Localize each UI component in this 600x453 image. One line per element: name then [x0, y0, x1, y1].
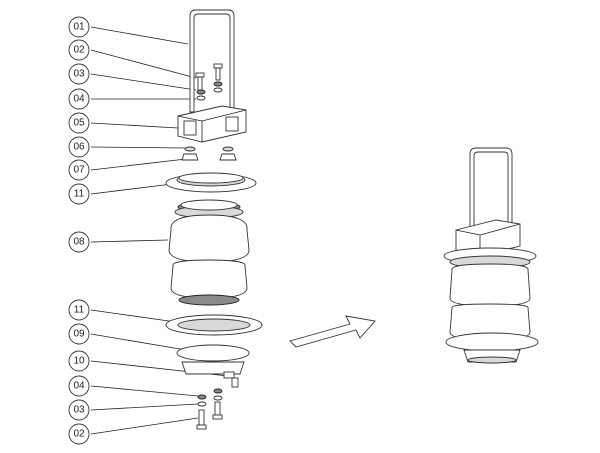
callout-01: 01 — [68, 16, 189, 45]
callout-04-bottom: 04 — [68, 375, 199, 397]
callout-label: 05 — [73, 118, 85, 129]
callout-label: 03 — [73, 405, 85, 416]
base-plate — [176, 344, 250, 375]
assembled-air-spring — [443, 147, 539, 364]
callout-11-top: 11 — [68, 183, 173, 205]
bottom-ring-plate — [165, 314, 263, 336]
callout-11-bottom: 11 — [68, 299, 177, 323]
top-ring-plate — [165, 172, 257, 193]
fasteners-bottom — [196, 388, 223, 430]
mounting-box — [177, 105, 247, 143]
callout-label: 07 — [73, 165, 85, 176]
callout-label: 11 — [74, 189, 85, 200]
callout-label: 03 — [73, 69, 85, 80]
callout-label: 01 — [73, 22, 85, 33]
callout-label: 04 — [73, 94, 85, 105]
nuts — [181, 146, 237, 161]
callout-label: 02 — [73, 45, 85, 56]
callout-03: 03 — [68, 63, 197, 91]
callout-label: 10 — [73, 356, 85, 367]
callout-03-bottom: 03 — [68, 399, 199, 421]
callout-label: 06 — [73, 142, 85, 153]
air-fitting — [223, 371, 239, 388]
callout-04: 04 — [68, 88, 196, 110]
callout-05: 05 — [68, 112, 179, 134]
bolt-top-left — [195, 72, 205, 92]
assembly-arrow-icon — [289, 315, 376, 348]
washers-top — [196, 81, 223, 101]
callout-09: 09 — [68, 323, 187, 351]
callout-label: 02 — [73, 429, 85, 440]
u-bracket — [189, 9, 235, 113]
bolt-top-right — [213, 63, 223, 81]
callout-02-bottom: 02 — [68, 417, 199, 445]
callout-label: 04 — [73, 381, 85, 392]
air-bellow — [168, 199, 250, 306]
callout-06: 06 — [68, 136, 187, 158]
callout-08: 08 — [68, 231, 169, 253]
callout-02: 02 — [68, 39, 197, 79]
callout-label: 08 — [73, 237, 85, 248]
callout-07: 07 — [68, 158, 187, 181]
callout-label: 11 — [74, 305, 85, 316]
callout-label: 09 — [73, 329, 85, 340]
